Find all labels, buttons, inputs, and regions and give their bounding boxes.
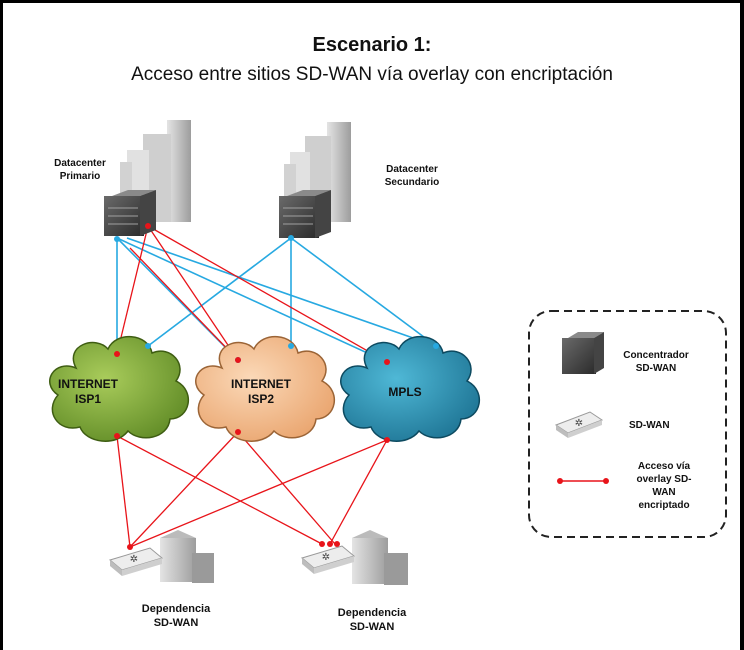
dc-primary-label-line2: Primario xyxy=(60,171,101,182)
legend-concentrator-icon xyxy=(562,332,604,374)
legend-concentrator-line2: SD-WAN xyxy=(636,363,677,374)
overlay-links-top xyxy=(116,225,388,363)
dc-secondary-concentrator-icon xyxy=(279,190,331,238)
legend-sdwan-label: SD-WAN xyxy=(629,420,670,431)
isp1-label-line1: INTERNET xyxy=(58,377,119,391)
svg-text:✲: ✲ xyxy=(575,418,583,429)
svg-text:✲: ✲ xyxy=(130,554,138,565)
overlay-endpoints xyxy=(114,223,390,550)
legend-concentrator-line1: Concentrador xyxy=(623,350,689,361)
legend-overlay-line-icon xyxy=(557,478,609,484)
branch-left-building-icon xyxy=(160,530,214,583)
isp1-label-line2: ISP1 xyxy=(75,392,101,406)
branch-right-label-line2: SD-WAN xyxy=(350,621,395,633)
overlay-links-bottom xyxy=(116,431,388,548)
legend-overlay-line4: encriptado xyxy=(638,500,689,511)
dc-secondary-label-line2: Secundario xyxy=(385,177,439,188)
legend-overlay-line1: Acceso vía xyxy=(638,461,691,472)
legend: Concentrador SD-WAN ✲ SD-WAN Acceso vía … xyxy=(528,310,727,538)
branch-right-sdwan-icon: ✲ xyxy=(300,545,356,574)
diagram-title: Escenario 1: xyxy=(312,34,432,56)
dc-primary-label-line1: Datacenter xyxy=(54,158,106,169)
legend-overlay-line2: overlay SD- xyxy=(636,474,691,485)
mpls-label: MPLS xyxy=(388,385,421,399)
branch-right-building-icon xyxy=(352,530,408,585)
svg-text:✲: ✲ xyxy=(322,552,330,563)
dc-secondary-label-line1: Datacenter xyxy=(386,164,438,175)
legend-overlay-line3: WAN xyxy=(652,487,675,498)
diagram-subtitle: Acceso entre sitios SD-WAN vía overlay c… xyxy=(131,64,613,85)
branch-right-label-line1: Dependencia xyxy=(338,607,407,619)
branch-left-sdwan-icon: ✲ xyxy=(108,547,164,576)
isp2-label-line2: ISP2 xyxy=(248,392,274,406)
branch-left-label-line1: Dependencia xyxy=(142,603,211,615)
legend-sdwan-icon: ✲ xyxy=(554,411,604,438)
branch-left-label-line2: SD-WAN xyxy=(154,617,199,629)
isp2-label-line1: INTERNET xyxy=(231,377,292,391)
dc-primary-concentrator-icon xyxy=(104,190,156,236)
